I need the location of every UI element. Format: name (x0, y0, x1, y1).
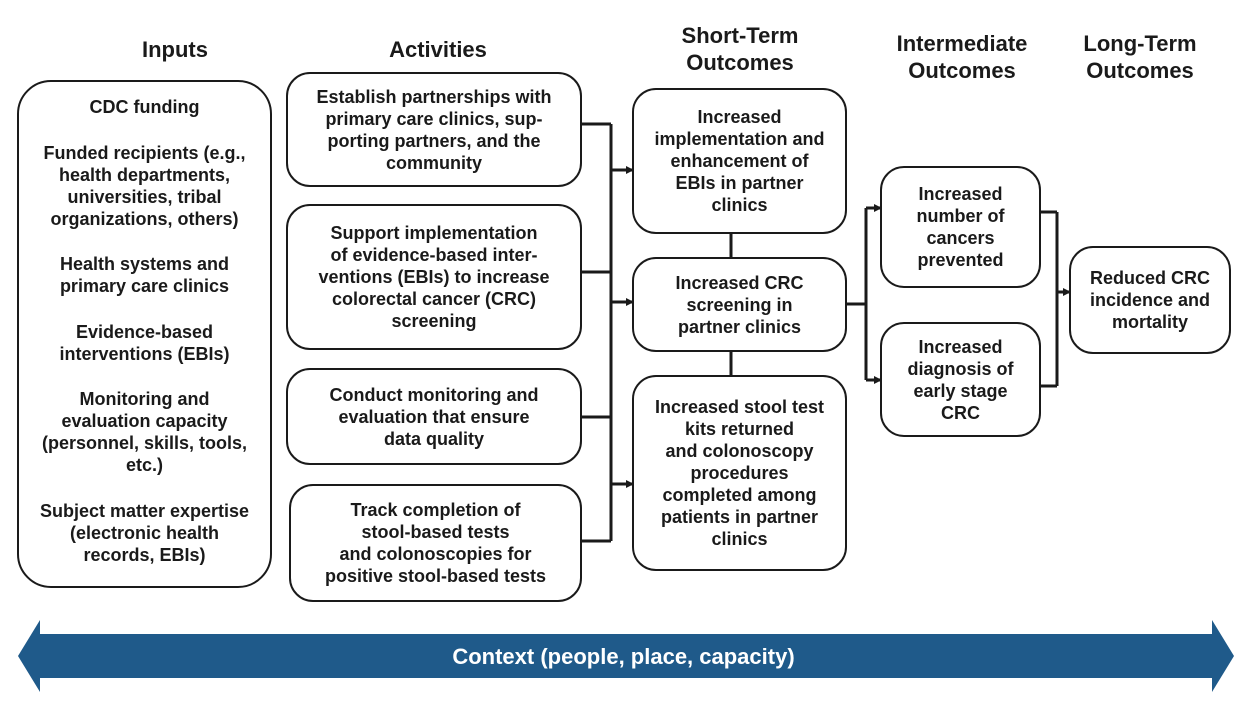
text-line: community (385, 152, 482, 173)
input-item: Funded recipients (e.g.,health departmen… (43, 142, 245, 230)
text-line: EBIs in partner (675, 173, 804, 193)
text-line: Track completion of (350, 500, 521, 520)
text-line: CDC funding (89, 97, 200, 117)
text-line: kits returned (684, 419, 795, 439)
text-line: clinics (711, 529, 768, 549)
text-line: Increased CRC (675, 272, 804, 293)
input-item: CDC funding (90, 96, 200, 118)
context-label: Context (people, place, capacity) (452, 644, 795, 669)
text-line: partner clinics (677, 316, 802, 337)
text-line: and colonoscopies for (339, 544, 532, 564)
text-line: interventions (EBIs) (59, 343, 230, 364)
text-line: Outcomes (686, 50, 794, 75)
text-line: Subject matter expertise (39, 500, 250, 521)
activities-connector (582, 122, 634, 543)
text-line: Inputs (142, 37, 208, 62)
short-to-intermediate-connector (847, 204, 882, 384)
text-line: diagnosis of (907, 358, 1014, 379)
text-line: and colonoscopy (665, 441, 814, 461)
text-line: Support implementation (330, 223, 538, 243)
column-header-inputs: Inputs (75, 36, 275, 63)
text-line: number of (916, 206, 1005, 226)
text-line: Increased (697, 107, 782, 127)
text-line: colorectal cancer (CRC) (331, 289, 537, 309)
text-line: mortality (1111, 312, 1189, 332)
text-line: screening (391, 311, 477, 331)
text-line: Outcomes (1086, 58, 1194, 83)
text-line: implementation and (654, 129, 825, 149)
text-line: completed among (662, 485, 817, 505)
text-line: data quality (383, 428, 485, 449)
text-line: Long-Term (1083, 31, 1197, 56)
text-line: incidence and (1089, 290, 1211, 310)
text-line: of evidence-based inter- (330, 245, 538, 265)
text-line: early stage (913, 380, 1008, 401)
text-line: stool-based tests (361, 522, 510, 542)
intermediate-to-long-connector (1041, 210, 1071, 388)
text-line: clinics (711, 195, 768, 215)
column-header-activities: Activities (338, 36, 538, 63)
text-line: Short-Term (681, 23, 799, 48)
text-line: positive stool-based tests (324, 566, 547, 586)
text-line: prevented (917, 250, 1004, 270)
text-line: ventions (EBIs) to increase (318, 267, 550, 287)
text-line: Increased (918, 184, 1003, 204)
text-line: Monitoring and (79, 389, 210, 410)
text-line: enhancement of (670, 151, 809, 171)
text-line: cancers (926, 228, 995, 248)
text-line: primary care clinics (59, 276, 230, 297)
text-line: (personnel, skills, tools, (41, 433, 248, 454)
text-line: records, EBIs) (83, 544, 206, 565)
text-line: health departments, (58, 164, 231, 185)
context-arrow (18, 620, 1234, 692)
text-line: CRC (941, 402, 980, 423)
text-line: evaluation that ensure (338, 406, 530, 427)
text-line: (electronic health (69, 522, 220, 543)
text-line: universities, tribal (67, 186, 222, 207)
text-line: Evidence-based (75, 321, 214, 342)
text-line: etc.) (125, 455, 163, 476)
text-line: Increased (918, 336, 1003, 357)
text-line: Outcomes (908, 58, 1016, 83)
text-line: procedures (690, 463, 789, 483)
text-line: Establish partnerships with (316, 86, 552, 107)
text-line: screening in (686, 294, 793, 315)
text-line: Activities (389, 37, 487, 62)
text-line: patients in partner (660, 507, 819, 527)
text-line: evaluation capacity (61, 411, 228, 432)
text-line: organizations, others) (50, 208, 239, 229)
text-line: Reduced CRC (1089, 268, 1210, 288)
text-line: Health systems and (59, 254, 230, 275)
text-line: Funded recipients (e.g., (43, 142, 246, 163)
text-line: porting partners, and the (327, 130, 541, 151)
text-line: Conduct monitoring and (329, 384, 539, 405)
input-item: Subject matter expertise(electronic heal… (40, 500, 249, 566)
text-line: primary care clinics, sup- (325, 108, 543, 129)
text-line: Intermediate (896, 31, 1028, 56)
text-line: Increased stool test (654, 397, 825, 417)
